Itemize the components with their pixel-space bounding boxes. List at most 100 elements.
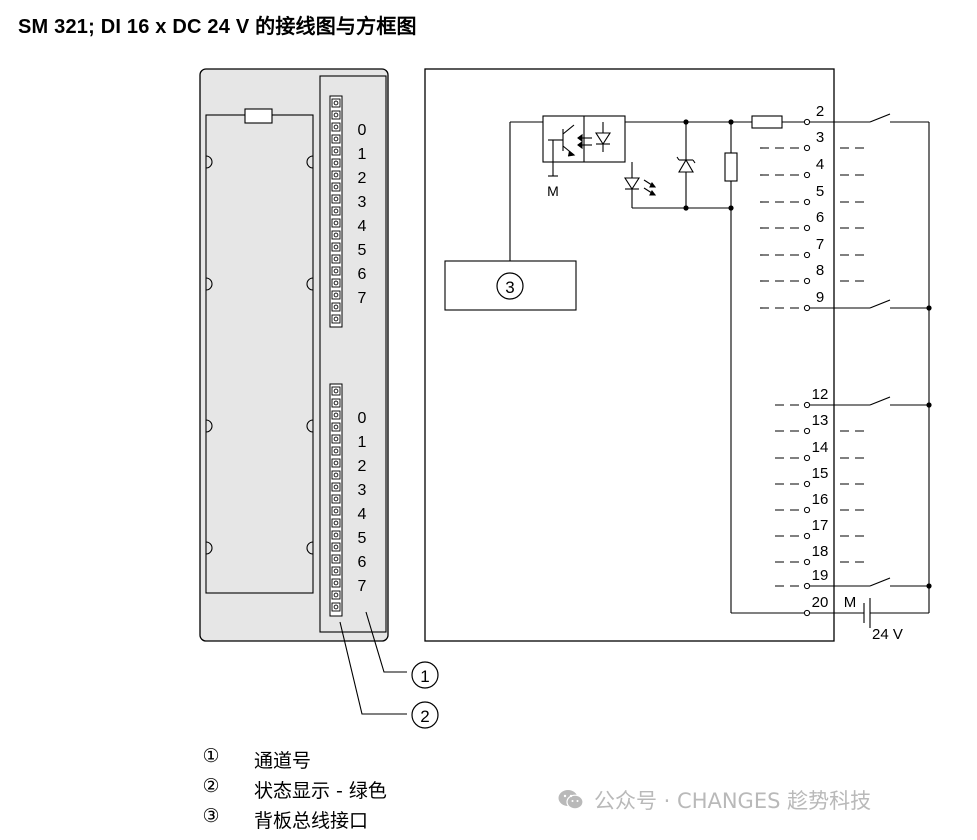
status-led-lens [333, 568, 339, 574]
series-resistor [751, 115, 783, 129]
status-led [331, 98, 341, 108]
status-led [331, 194, 341, 204]
status-led-lens [333, 424, 339, 430]
terminal-point [803, 558, 811, 566]
terminal-number: 14 [812, 439, 829, 456]
status-led-lens [333, 196, 339, 202]
legend-number: ① [202, 745, 220, 767]
terminal-number: 6 [816, 209, 824, 226]
status-led-lens [333, 244, 339, 250]
status-led [331, 134, 341, 144]
terminal-number: 20 [812, 594, 829, 611]
status-led-lens [333, 220, 339, 226]
status-led [331, 458, 341, 468]
terminal-point [803, 582, 811, 590]
terminal-number: 4 [816, 156, 824, 173]
channel-number: 0 [358, 410, 367, 427]
status-led-lens [333, 208, 339, 214]
status-led-lens [333, 556, 339, 562]
optocoupler-m-label: M [547, 183, 559, 199]
status-led [331, 542, 341, 552]
top-latch [244, 108, 273, 124]
status-led [331, 518, 341, 528]
status-led [331, 182, 341, 192]
status-led-lens [333, 172, 339, 178]
channel-number: 0 [358, 122, 367, 139]
status-led [331, 122, 341, 132]
status-led [331, 578, 341, 588]
channel-number: 7 [358, 578, 367, 595]
status-led [331, 206, 341, 216]
status-led [331, 278, 341, 288]
callout-3-label: 3 [505, 278, 514, 297]
status-led-lens [333, 484, 339, 490]
status-led-lens [333, 256, 339, 262]
terminal-point [803, 171, 811, 179]
status-led [331, 242, 341, 252]
channel-number: 3 [358, 482, 367, 499]
status-led-lens [333, 292, 339, 298]
terminal-point [803, 401, 811, 409]
status-led [331, 446, 341, 456]
terminal-number: 15 [812, 465, 829, 482]
status-led-lens [333, 496, 339, 502]
status-led [331, 422, 341, 432]
status-led [331, 506, 341, 516]
terminal-number: 9 [816, 289, 824, 306]
callout-3: 3 [496, 272, 524, 300]
channel-number: 5 [358, 530, 367, 547]
status-leds-lower [331, 386, 341, 612]
legend-number: ③ [202, 805, 220, 827]
terminal-point [803, 224, 811, 232]
front-connector-cover [205, 114, 314, 594]
wechat-icon [558, 789, 584, 811]
status-led-lens [333, 124, 339, 130]
terminal-point [803, 118, 811, 126]
supply-voltage-label: 24 V [872, 626, 903, 643]
status-led [331, 470, 341, 480]
status-led [331, 386, 341, 396]
channel-number: 2 [358, 170, 367, 187]
terminal-number: 19 [812, 567, 829, 584]
status-led [331, 566, 341, 576]
status-led-lens [333, 184, 339, 190]
callout-1: 1 [411, 661, 439, 689]
status-led [331, 254, 341, 264]
status-led-lens [333, 472, 339, 478]
status-led-lens [333, 232, 339, 238]
watermark: 公众号 · CHANGES 趁势科技 [558, 785, 871, 815]
status-led [331, 146, 341, 156]
status-led-lens [333, 304, 339, 310]
status-led-lens [333, 112, 339, 118]
legend-number: ② [202, 775, 220, 797]
channel-number: 7 [358, 290, 367, 307]
terminal-number: 8 [816, 262, 824, 279]
status-led [331, 590, 341, 600]
terminal-point [803, 251, 811, 259]
terminal-number: 16 [812, 491, 829, 508]
status-led-lens [333, 436, 339, 442]
status-led-lens [333, 280, 339, 286]
status-led-lens [333, 268, 339, 274]
status-led [331, 110, 341, 120]
supply-m-label: M [844, 594, 857, 611]
block-diagram-frame [424, 68, 835, 642]
terminal-point [803, 532, 811, 540]
input-resistor [724, 152, 738, 182]
terminal-number: 18 [812, 543, 829, 560]
status-led-lens [333, 508, 339, 514]
status-led-lens [333, 100, 339, 106]
terminal-point [803, 144, 811, 152]
terminal-number: 12 [812, 386, 829, 403]
terminal-point [803, 277, 811, 285]
terminal-point [803, 609, 811, 617]
status-led [331, 434, 341, 444]
terminal-point [803, 506, 811, 514]
terminal-number: 7 [816, 236, 824, 253]
terminal-number: 2 [816, 103, 824, 120]
status-led-lens [333, 316, 339, 322]
status-leds-upper [331, 98, 341, 324]
